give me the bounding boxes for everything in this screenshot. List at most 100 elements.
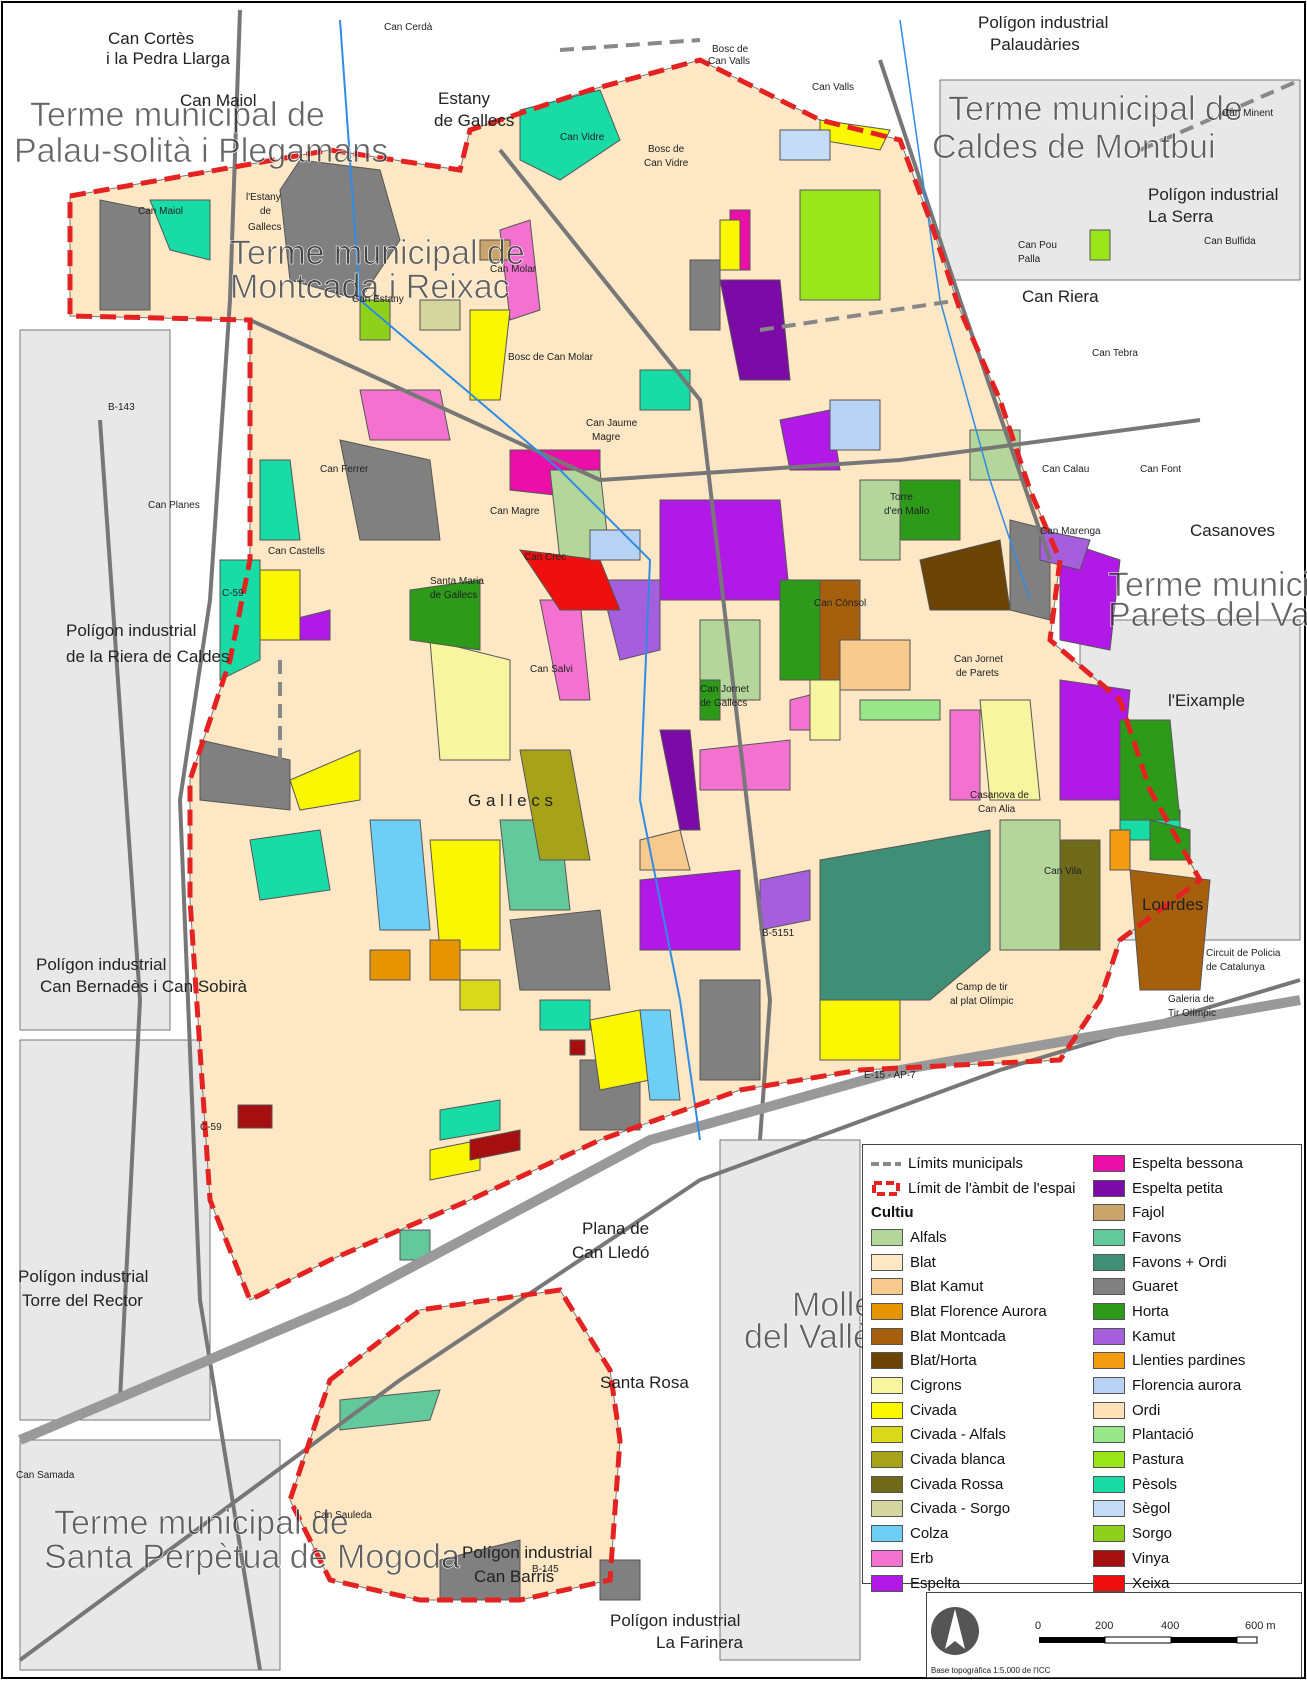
- map-place-label: Casanova de: [970, 790, 1029, 801]
- legend-item-label: Vinya: [1132, 1549, 1170, 1567]
- legend-item-label: Fajol: [1132, 1204, 1165, 1222]
- map-place-label: Bosc de: [648, 144, 685, 155]
- map-place-label: Caldes de Montbui: [932, 128, 1216, 166]
- map-place-label: Can Planes: [148, 500, 200, 511]
- legend-item: Erb: [871, 1546, 1086, 1571]
- legend-item-label: Espelta petita: [1132, 1179, 1223, 1197]
- map-place-label: Casanoves: [1190, 521, 1275, 540]
- legend-swatch: [871, 1500, 903, 1518]
- legend-item-label: Límit de l'àmbit de l'espai: [908, 1179, 1076, 1197]
- legend-item-label: Cigrons: [910, 1377, 962, 1395]
- map-place-label: Polígon industrial: [610, 1611, 740, 1630]
- legend-item-label: Kamut: [1132, 1327, 1176, 1345]
- legend-item-label: Pastura: [1132, 1451, 1184, 1469]
- map-place-label: Can Marenga: [1040, 526, 1101, 537]
- study-area-boundary: [67, 57, 1204, 1603]
- legend-swatch: [871, 1426, 903, 1444]
- legend-item: Colza: [871, 1521, 1086, 1546]
- map-place-label: Can Ferrer: [320, 464, 369, 475]
- legend-item: Blat Kamut: [871, 1274, 1086, 1299]
- map-place-label: Polígon industrial: [978, 13, 1108, 32]
- map-place-label: La Serra: [1148, 207, 1214, 226]
- map-place-label: Can Crec: [524, 552, 566, 563]
- legend-swatch: [1093, 1475, 1125, 1493]
- legend-swatch: [871, 1278, 903, 1296]
- scale-tick-label: 400: [1161, 1620, 1179, 1632]
- map-place-label: Can Tebra: [1092, 348, 1138, 359]
- map-place-label: Can Barris: [474, 1567, 554, 1586]
- legend-item: Kamut: [1093, 1324, 1307, 1349]
- legend-item: Florencia aurora: [1093, 1373, 1307, 1398]
- map-place-label: Can Minent: [1222, 108, 1273, 119]
- map-place-label: Lourdes: [1142, 895, 1203, 914]
- scale-bar: 0 200 400 600 m: [931, 1607, 1276, 1655]
- map-place-label: Can Maiol: [180, 91, 257, 110]
- map-place-label: B-145: [532, 1564, 559, 1575]
- legend-item: Blat Montcada: [871, 1324, 1086, 1349]
- legend-item-label: Blat Montcada: [910, 1327, 1006, 1345]
- legend-item: Plantació: [1093, 1423, 1307, 1448]
- map-place-label: Can Cònsol: [814, 598, 866, 609]
- map-place-label: Montcada i Reixac: [230, 268, 510, 306]
- legend-item-label: Colza: [910, 1525, 949, 1543]
- map-place-label: Can Salvi: [530, 664, 573, 675]
- legend-swatch: [1093, 1327, 1125, 1345]
- legend-swatch: [1093, 1426, 1125, 1444]
- legend-item: Pastura: [1093, 1447, 1307, 1472]
- legend-swatch: [1093, 1302, 1125, 1320]
- map-place-label: de Catalunya: [1206, 962, 1265, 973]
- map-place-label: al plat Olímpic: [950, 996, 1013, 1007]
- map-place-label: Can Jaume: [586, 418, 638, 429]
- legend-item: Xeixa: [1093, 1571, 1307, 1596]
- legend-item-label: Ordi: [1132, 1401, 1161, 1419]
- map-place-label: Can Estany: [352, 294, 404, 305]
- map-place-label: Palau-solità i Plegamans: [14, 132, 388, 170]
- legend-swatch: [1093, 1500, 1125, 1518]
- legend-swatch: [871, 1377, 903, 1395]
- map-place-label: Can Cerdà: [384, 22, 433, 33]
- map-place-label: de Parets: [956, 668, 999, 679]
- map-place-label: Molle: [792, 1286, 873, 1324]
- map-place-label: Torre: [890, 492, 913, 503]
- legend-item-label: Civada - Sorgo: [910, 1500, 1011, 1518]
- legend-swatch: [871, 1302, 903, 1320]
- scale-bar-panel: 0 200 400 600 m Base topogràfica 1:5.000…: [926, 1592, 1302, 1678]
- legend-item: Favons: [1093, 1225, 1307, 1250]
- scale-tick-label: 0: [1035, 1620, 1041, 1632]
- scale-segment: [1236, 1636, 1258, 1644]
- map-place-label: Can Bulfida: [1204, 236, 1256, 247]
- legend-item: Sègol: [1093, 1497, 1307, 1522]
- legend-item-label: Blat Florence Aurora: [910, 1302, 1047, 1320]
- map-place-label: Circuit de Policia: [1206, 948, 1281, 959]
- legend-item-label: Sorgo: [1132, 1525, 1173, 1543]
- map-place-label: G a l l e c s: [468, 791, 553, 810]
- legend-item-label: Llenties pardines: [1132, 1352, 1246, 1370]
- map-place-label: Polígon industrial: [36, 955, 166, 974]
- legend-item-label: Guaret: [1132, 1278, 1178, 1296]
- legend-swatch: [1093, 1525, 1125, 1543]
- legend-swatch: [1093, 1451, 1125, 1469]
- map-place-label: Can Riera: [1022, 287, 1099, 306]
- legend-item-label: Civada Rossa: [910, 1475, 1004, 1493]
- legend-item-label: Sègol: [1132, 1500, 1171, 1518]
- municipal-limit-symbol-icon: [871, 1156, 901, 1171]
- map-place-label: Can Calau: [1042, 464, 1089, 475]
- map-place-label: Bosc de: [712, 44, 749, 55]
- map-place-label: Plana de: [582, 1219, 649, 1238]
- legend-swatch: [871, 1253, 903, 1271]
- map-place-label: Can Magre: [490, 506, 540, 517]
- legend-item: Blat: [871, 1250, 1086, 1275]
- municipal-limits: [278, 38, 1301, 760]
- legend-item: Blat Florence Aurora: [871, 1299, 1086, 1324]
- map-place-label: Santa Maria: [430, 576, 484, 587]
- legend-swatch: [1093, 1204, 1125, 1222]
- legend-swatch: [1093, 1401, 1125, 1419]
- map-place-label: de: [260, 206, 272, 217]
- legend-item-label: Civada - Alfals: [910, 1426, 1006, 1444]
